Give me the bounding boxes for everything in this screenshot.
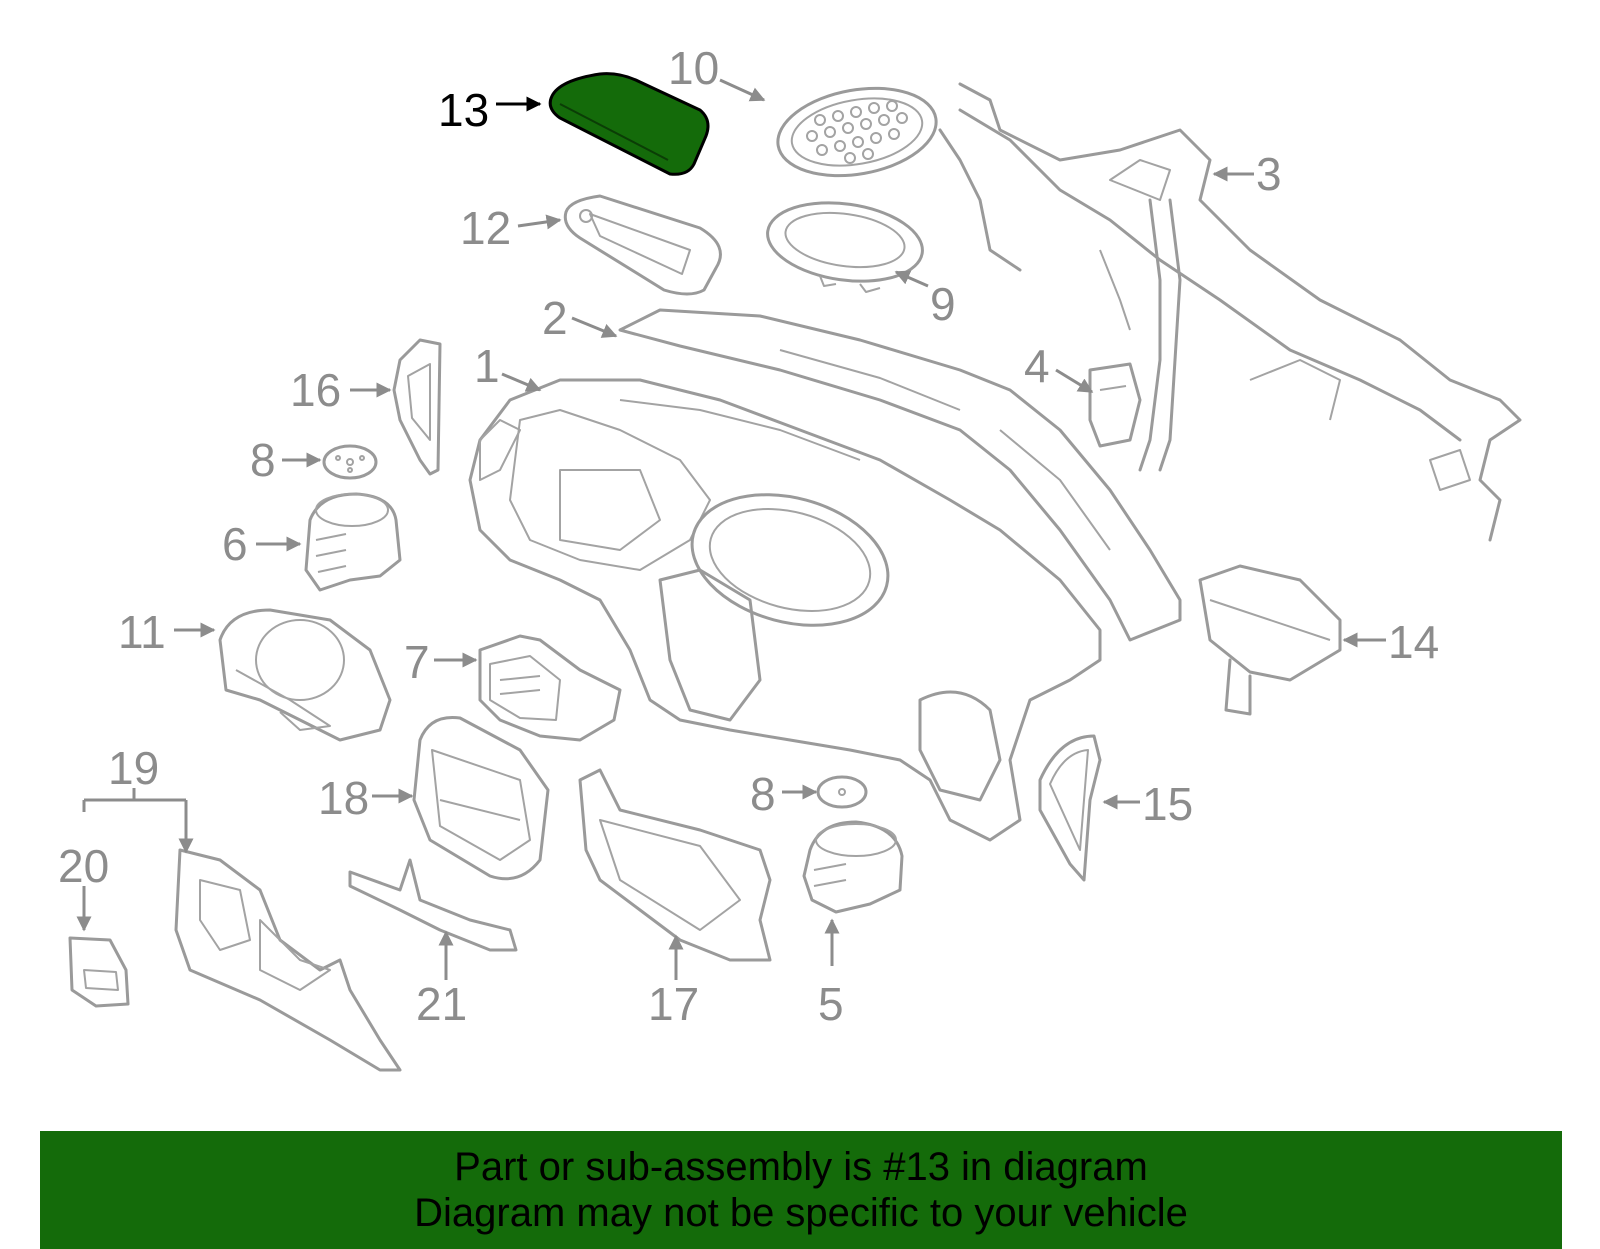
- callout-20[interactable]: 20: [58, 840, 109, 892]
- part-8-disc-upper: [322, 444, 378, 480]
- part-20-small-cover: [68, 936, 130, 1008]
- callout-15[interactable]: 15: [1142, 778, 1193, 830]
- callout-12[interactable]: 12: [460, 202, 511, 254]
- part-5-air-vent: [802, 820, 904, 914]
- arrow-10: [719, 78, 766, 102]
- callout-8-upper[interactable]: 8: [250, 434, 276, 486]
- arrow-2: [571, 316, 618, 338]
- callout-18[interactable]: 18: [318, 772, 369, 824]
- banner-line-disclaimer: Diagram may not be specific to your vehi…: [414, 1191, 1188, 1235]
- part-1-instrument-panel: [468, 378, 1102, 842]
- part-7-center-vent: [478, 634, 622, 742]
- callout-14[interactable]: 14: [1388, 616, 1439, 668]
- part-12-trim-bracket: [563, 194, 722, 296]
- arrow-1: [501, 372, 542, 392]
- arrow-12: [517, 214, 562, 230]
- part-13-highlighted[interactable]: [548, 72, 710, 176]
- part-10-speaker-grille: [776, 86, 938, 178]
- banner-line-part: Part or sub-assembly is #13 in diagram: [454, 1145, 1148, 1189]
- part-18-center-bezel: [412, 715, 550, 881]
- part-9-speaker-ring: [766, 201, 924, 293]
- callout-13[interactable]: 13: [438, 84, 489, 136]
- part-8-disc-lower: [816, 775, 868, 809]
- callout-19[interactable]: 19: [108, 742, 159, 794]
- arrow-4: [1055, 368, 1094, 394]
- callout-17[interactable]: 17: [648, 978, 699, 1030]
- callout-6[interactable]: 6: [222, 518, 248, 570]
- arrow-9: [894, 270, 929, 288]
- callout-9[interactable]: 9: [930, 278, 956, 330]
- leader-19-bracket: [84, 788, 186, 802]
- callout-1[interactable]: 1: [474, 340, 500, 392]
- callout-8-lower[interactable]: 8: [750, 768, 776, 820]
- part-14-airbag-module: [1198, 564, 1342, 716]
- part-11-cluster-bezel: [218, 608, 392, 742]
- callout-11[interactable]: 11: [118, 606, 166, 658]
- part-3-cross-car-beam: [938, 82, 1522, 542]
- callout-5[interactable]: 5: [818, 978, 844, 1030]
- part-19-knee-panel: [174, 848, 402, 1072]
- callout-4[interactable]: 4: [1024, 340, 1050, 392]
- callout-16[interactable]: 16: [290, 364, 341, 416]
- callout-2[interactable]: 2: [542, 292, 568, 344]
- callout-10[interactable]: 10: [668, 42, 719, 94]
- part-6-air-vent: [304, 492, 402, 592]
- part-15-side-cover: [1038, 734, 1102, 882]
- part-21-brace: [348, 858, 518, 952]
- part-16-side-vent: [392, 338, 442, 476]
- callout-3[interactable]: 3: [1256, 148, 1282, 200]
- part-4-bracket: [1088, 362, 1142, 448]
- callout-7[interactable]: 7: [404, 636, 430, 688]
- callout-21[interactable]: 21: [416, 978, 467, 1030]
- parts-diagram: 13 10 3 12 9 2 4 1 16 8 6 11 7 14 19 18 …: [58, 42, 1522, 1072]
- part-17-lower-panel: [578, 768, 772, 962]
- info-banner: Part or sub-assembly is #13 in diagram D…: [40, 1131, 1562, 1249]
- part-2-upper-panel: [618, 308, 1182, 642]
